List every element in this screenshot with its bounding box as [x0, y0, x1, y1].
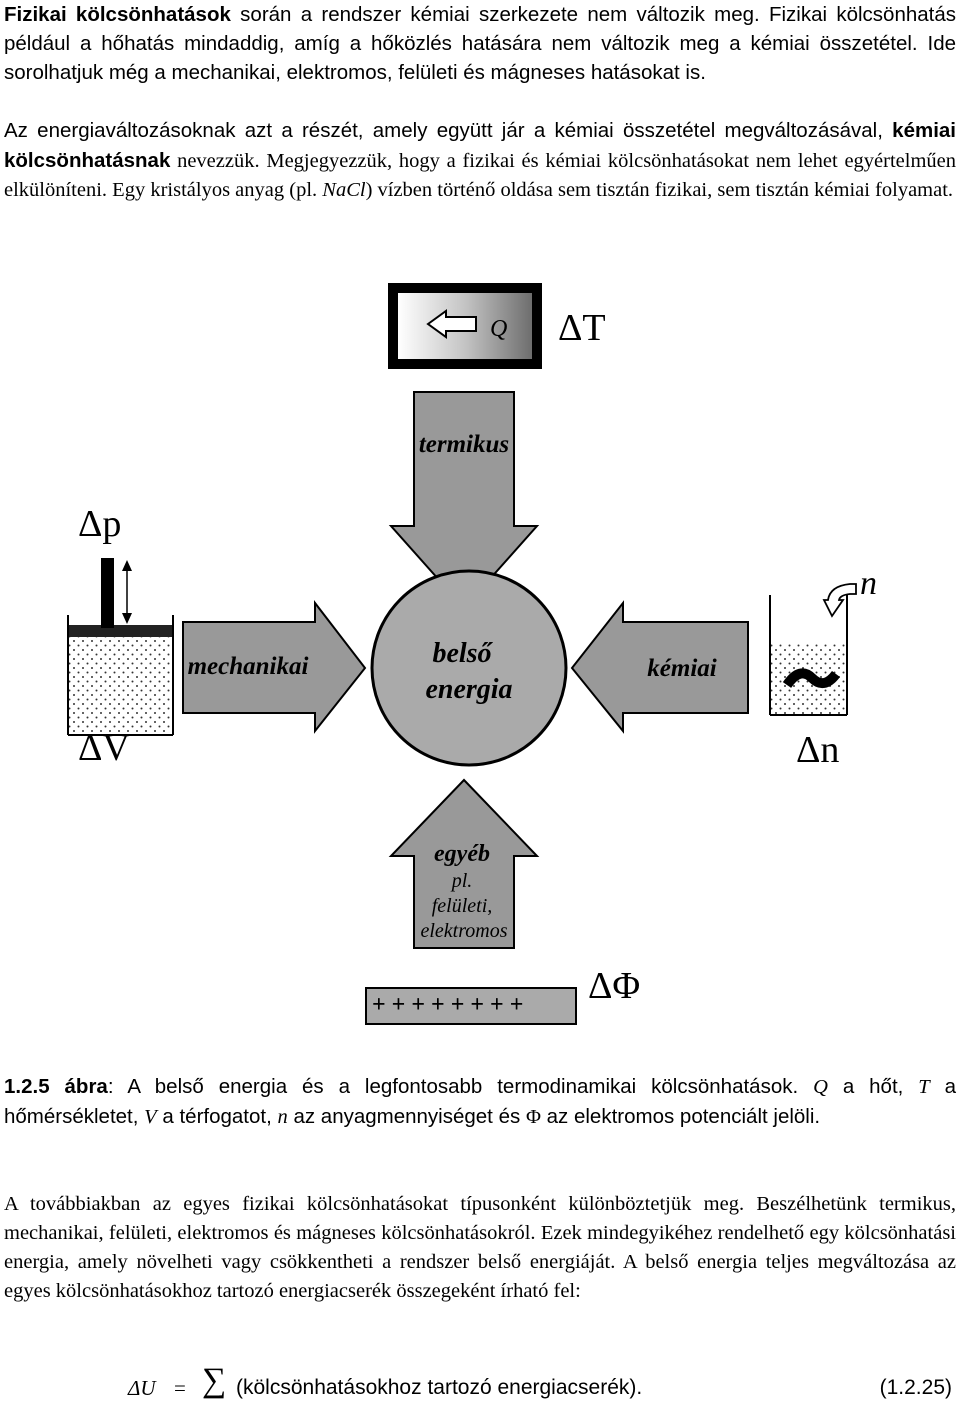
- equation: ΔU = ∑ (kölcsönhatásokhoz tartozó energi…: [128, 1362, 956, 1406]
- equation-equals: =: [174, 1376, 186, 1400]
- internal-energy-circle: belső energia: [370, 569, 568, 767]
- other-example-2: felületi,: [432, 895, 493, 917]
- thermal-arrow: termikus: [388, 391, 540, 610]
- chemical-arrow: kémiai: [570, 600, 749, 734]
- chem-bold-term: kémiai kölcsönhatásnak: [4, 119, 956, 172]
- other-example-3: elektromos: [420, 920, 507, 942]
- delta-p-label: Δp: [78, 503, 121, 545]
- caption-label: 1.2.5 ábra: [4, 1075, 108, 1098]
- double-arrow-icon: [122, 560, 132, 624]
- chem-paragraph: Az energiaváltozásoknak azt a részét, am…: [4, 116, 956, 205]
- delta-phi-label: ΔΦ: [588, 965, 640, 1007]
- interaction-diagram: Q ΔT termikus Δp ΔV mechanikai belső ene…: [67, 283, 877, 1025]
- equation-lhs: ΔU: [128, 1376, 156, 1400]
- equation-rhs: (kölcsönhatásokhoz tartozó energiacserék…: [236, 1376, 643, 1399]
- piston-cylinder: [67, 558, 174, 736]
- internal-label-1: belső: [432, 638, 493, 669]
- outro-paragraph: A továbbiakban az egyes fizikai kölcsönh…: [4, 1193, 956, 1302]
- intro-text: során a rendszer kémiai szerkezete nem v…: [4, 3, 956, 84]
- nacl-formula: NaCl: [322, 179, 366, 201]
- intro-bold-term: Fizikai kölcsönhatások: [4, 3, 231, 26]
- minus-charges: _ _ _ _ _ _ _ _ _: [367, 966, 512, 991]
- tilde-icon: [782, 668, 840, 689]
- chem-text-3: ) vízben történő oldása sem tisztán fizi…: [365, 179, 954, 201]
- plus-charges: + + + + + + + +: [372, 992, 523, 1018]
- other-arrow: egyéb pl. felületi, elektromos: [388, 778, 540, 949]
- mechanical-label: mechanikai: [188, 653, 309, 680]
- internal-label-2: energia: [425, 674, 512, 705]
- n-label: n: [860, 565, 877, 602]
- other-label: egyéb: [434, 841, 490, 867]
- delta-V-label: ΔV: [78, 727, 130, 769]
- heat-reservoir: Q: [388, 283, 542, 369]
- heat-label: Q: [490, 316, 507, 342]
- chem-text-2: nevezzük. Megjegyezzük, hogy a fizikai é…: [4, 150, 956, 201]
- mechanical-arrow: mechanikai: [182, 600, 367, 734]
- beaker: [769, 583, 857, 716]
- thermal-label: termikus: [419, 431, 509, 458]
- chem-text-1: Az energiaváltozásoknak azt a részét, am…: [4, 119, 893, 142]
- figure-caption: 1.2.5 ábra: A belső energia és a legfont…: [4, 1075, 957, 1128]
- intro-paragraph: Fizikai kölcsönhatások során a rendszer …: [4, 0, 956, 87]
- curved-arrow-icon: [822, 583, 857, 618]
- chemical-label: kémiai: [647, 655, 716, 682]
- equation-number: (1.2.25): [879, 1376, 952, 1399]
- charged-plate: _ _ _ _ _ _ _ _ _ + + + + + + + +: [365, 966, 577, 1025]
- delta-n-label: Δn: [796, 729, 839, 771]
- delta-T-label: ΔT: [558, 307, 606, 349]
- other-example-1: pl.: [450, 870, 473, 892]
- sum-icon: ∑: [202, 1362, 227, 1399]
- heat-arrow-icon: [426, 309, 477, 339]
